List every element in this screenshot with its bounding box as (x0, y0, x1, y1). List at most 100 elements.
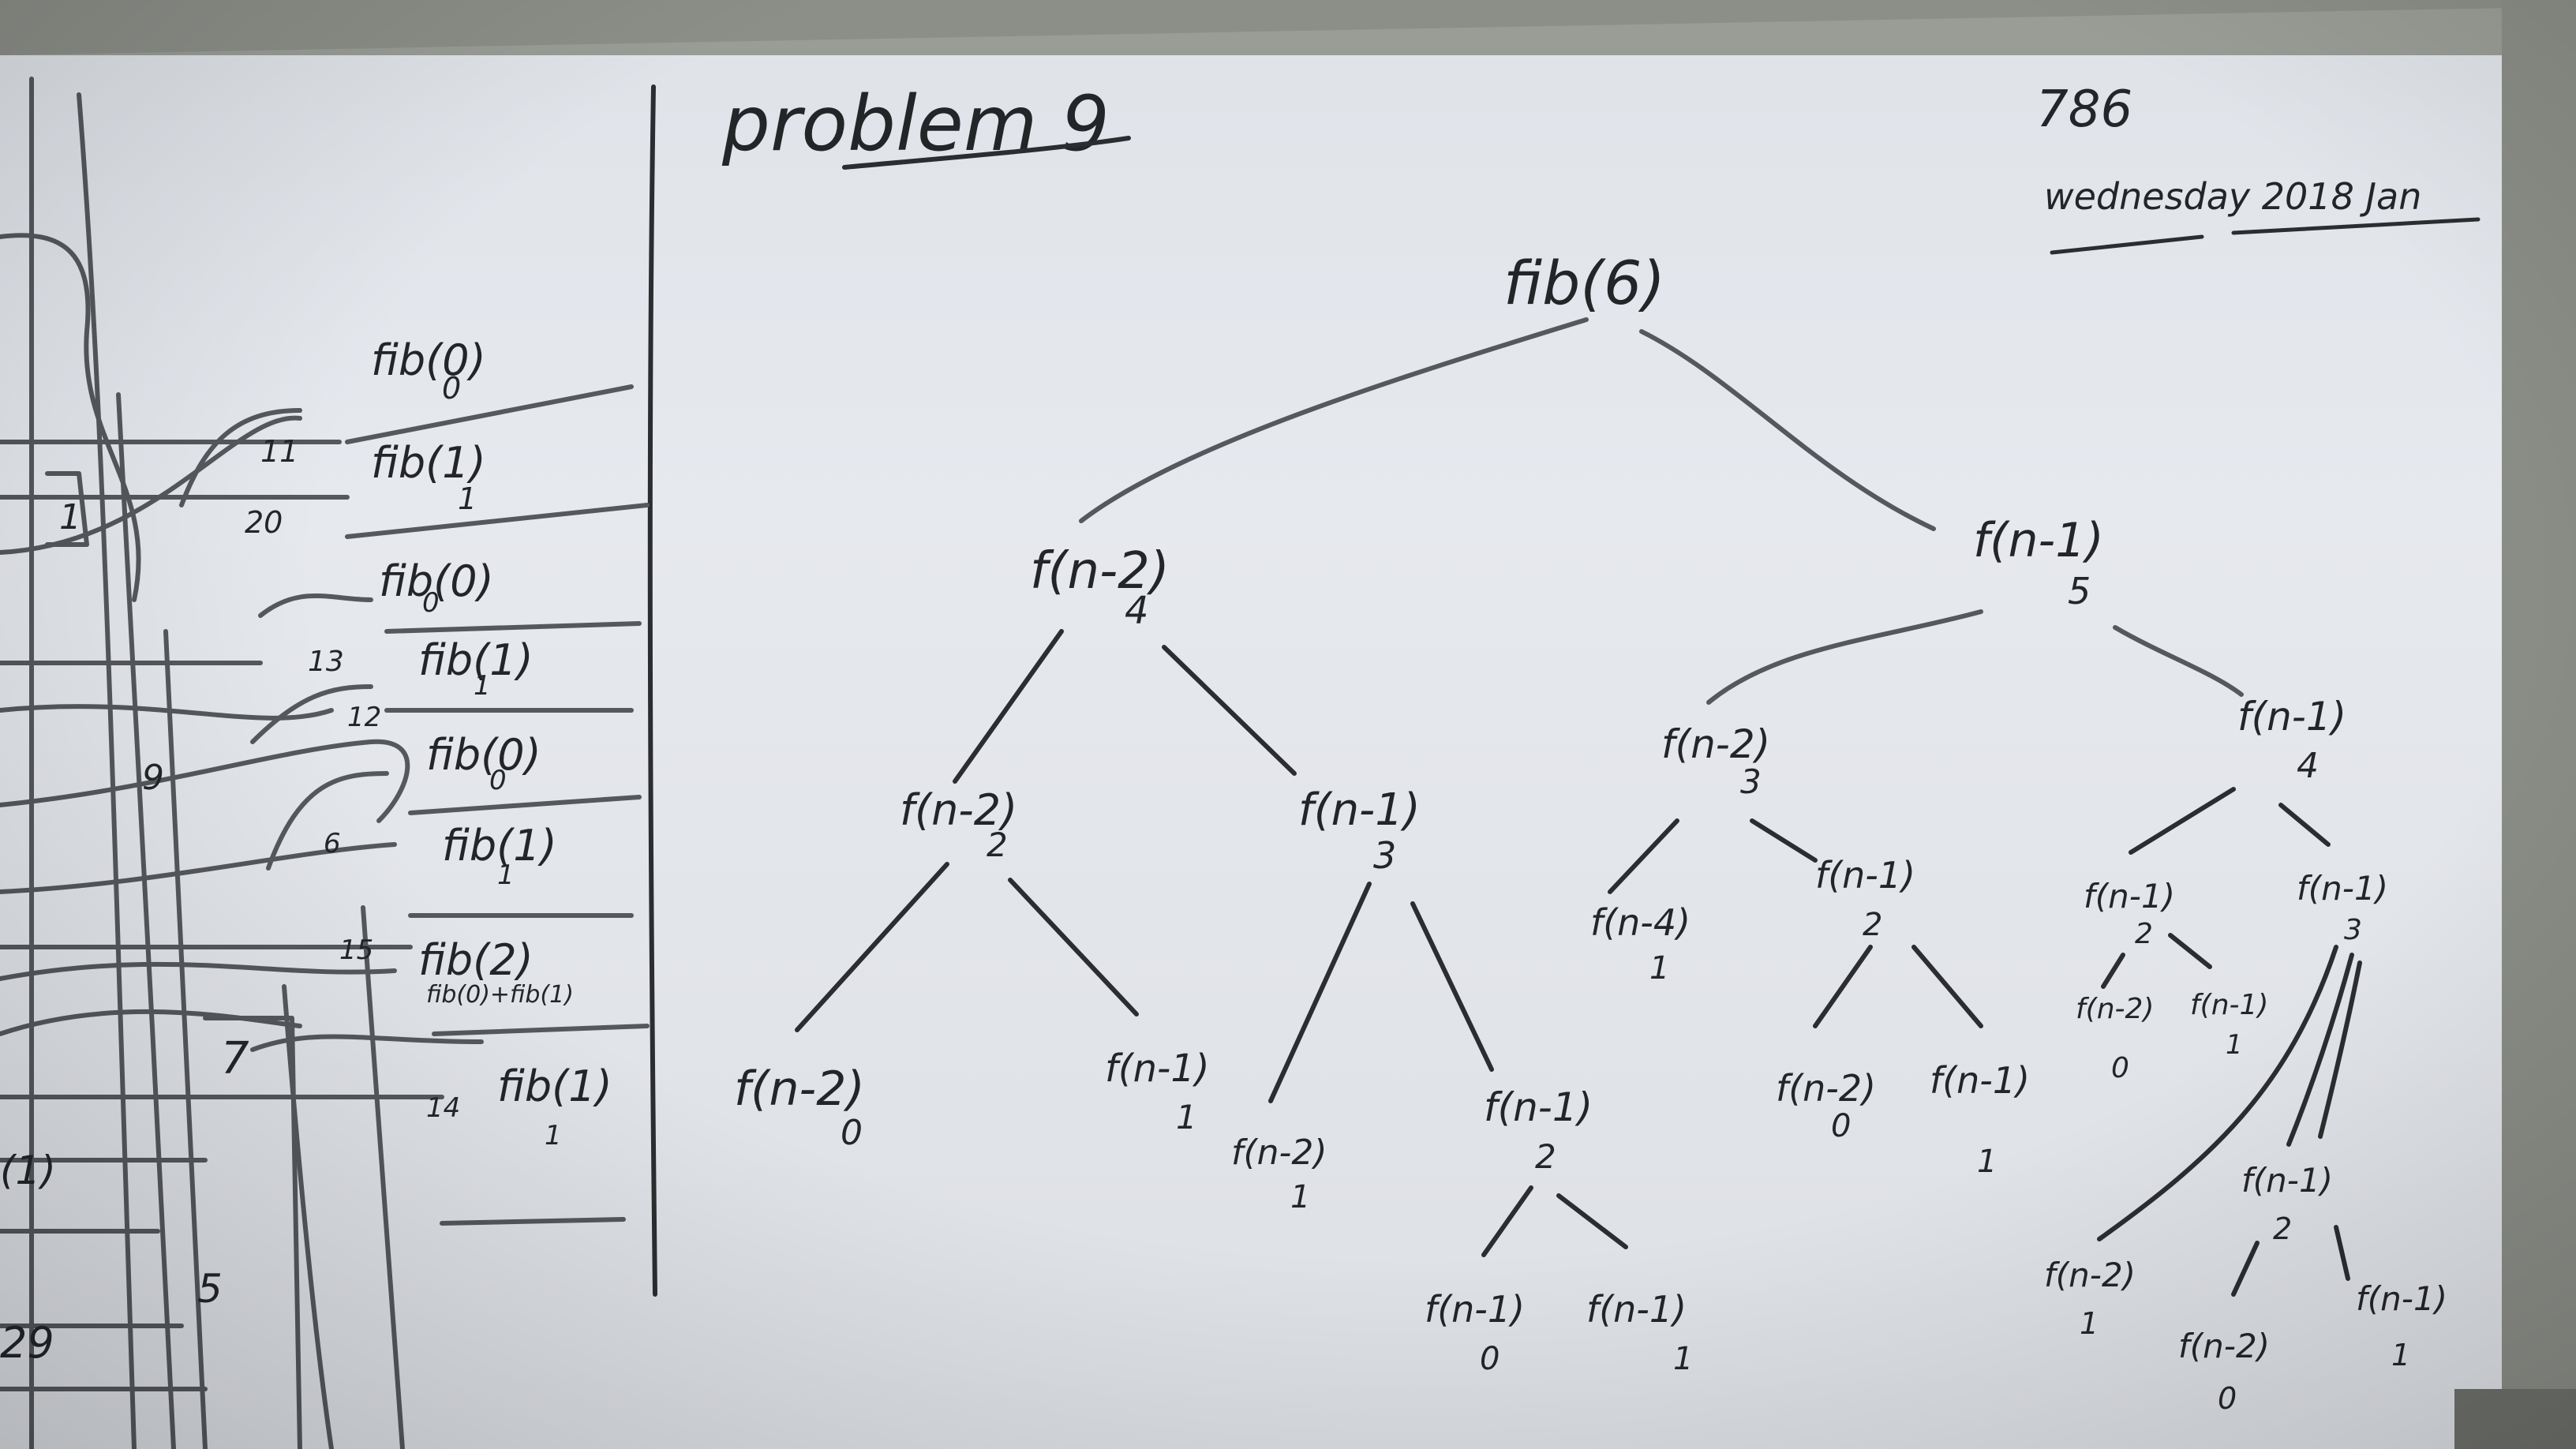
stack-vline-2 (77, 92, 137, 1449)
node-12-value: 2 (2135, 918, 2153, 950)
node-15-label: f(n-1) (1586, 1288, 1687, 1331)
edge-l1-2 (1706, 609, 1983, 705)
left-number-4: (1) (0, 1148, 56, 1193)
node-4-value: 3 (1740, 762, 1762, 801)
arrow-2 (258, 593, 373, 618)
node-5-value: 4 (2297, 746, 2319, 786)
left-number-1: 9 (142, 758, 164, 798)
stack-entries: fib(0) 0 11 fib(1) 1 20 fib(0) 0 fib(1) … (0, 335, 612, 1368)
divider-line (647, 84, 657, 1297)
edge-l2-7 (2278, 803, 2331, 847)
stack-hline-4 (0, 704, 334, 721)
node-18-label: f(n-2) (2076, 993, 2154, 1025)
node-7-value: 1 (1176, 1098, 1197, 1136)
stack-entry-7-value: 1 (545, 1120, 562, 1151)
edge-l1-3 (2113, 625, 2244, 697)
node-12-label: f(n-1) (2084, 877, 2175, 915)
node-9-label: f(n-1) (1484, 1084, 1593, 1130)
node-19-value: 1 (2226, 1029, 2243, 1061)
node-9-value: 2 (1535, 1137, 1556, 1176)
node-15-value: 1 (1673, 1341, 1693, 1377)
stack-curve-1 (0, 233, 141, 602)
node-3-value: 3 (1373, 834, 1396, 877)
edge-l2-6 (2129, 787, 2236, 855)
node-19-label: f(n-1) (2190, 989, 2268, 1021)
stack-step-0: 11 (260, 434, 298, 469)
node-2-label: f(n-2) (900, 785, 1017, 835)
stack-sep-1 (345, 384, 634, 444)
node-14-value: 0 (1480, 1341, 1500, 1377)
stack-entry-3: fib(1) (418, 635, 534, 685)
node-8-label: f(n-2) (1231, 1133, 1327, 1173)
board-corner-shadow (2454, 1389, 2576, 1449)
node-1-label: f(n-1) (1973, 513, 2104, 568)
stack-vline-3 (116, 392, 176, 1449)
stack-entry-6-value: fib(0)+fib(1) (426, 981, 574, 1009)
arrow-5 (250, 1034, 484, 1052)
node-20-value: 2 (2273, 1211, 2292, 1246)
edge-l2-1 (1008, 878, 1139, 1017)
stack-entry-2-value: 0 (422, 587, 440, 619)
stack-entry-0-value: 0 (442, 371, 461, 406)
node-10-label: f(n-4) (1590, 901, 1690, 944)
stack-hline-8 (0, 1009, 302, 1036)
arrow-3 (250, 684, 373, 744)
stack-entry-5: fib(1) (442, 821, 557, 871)
node-3-label: f(n-1) (1298, 784, 1421, 836)
node-21-value: 1 (2080, 1306, 2099, 1341)
stack-sep-8 (440, 1217, 626, 1226)
node-18-value: 0 (2111, 1052, 2129, 1084)
arrow-1 (179, 408, 302, 507)
node-0-label: f(n-2) (1030, 542, 1170, 601)
node-11-value: 2 (1863, 907, 1882, 943)
stack-step-3: 13 (308, 646, 344, 678)
stack-step-4: 12 (347, 702, 381, 733)
left-number-5: 29 (0, 1318, 54, 1368)
node-14-label: f(n-1) (1425, 1288, 1525, 1331)
node-6-value: 0 (841, 1113, 863, 1153)
edge-l3-4 (2101, 953, 2125, 989)
node-21-label: f(n-2) (2044, 1256, 2136, 1294)
stack-entry-6: fib(2) (418, 935, 534, 985)
stack-entry-4-value: 0 (489, 765, 507, 796)
stack-hline-5 (0, 842, 397, 894)
stack-entry-5-value: 1 (497, 859, 515, 891)
edge-l4-0 (2231, 1241, 2260, 1297)
title-underline (842, 136, 1131, 170)
edge-l1-0 (953, 629, 1064, 784)
node-17-label: f(n-1) (1930, 1059, 2030, 1102)
stack-curve-3 (0, 739, 410, 823)
stack-entry-1-value: 1 (458, 481, 477, 516)
node-23-value: 1 (2391, 1338, 2410, 1372)
node-22-label: f(n-2) (2178, 1327, 2270, 1365)
node-16-label: f(n-2) (1776, 1067, 1876, 1110)
edge-l1-1 (1162, 645, 1297, 776)
stack-sep-3 (384, 621, 642, 634)
stack-vline-4 (163, 629, 208, 1449)
edge-l3-0 (1481, 1185, 1533, 1257)
node-13-value: 3 (2344, 914, 2362, 946)
stack-entry-7: fib(1) (497, 1061, 612, 1111)
node-2-value: 2 (987, 826, 1008, 864)
stack-entry-2: fib(0) (379, 556, 494, 606)
edge-l3-7 (2286, 953, 2354, 1147)
node-0-value: 4 (1125, 589, 1149, 633)
edge-l4-1 (2334, 1225, 2350, 1281)
stack-entry-4: fib(0) (426, 730, 541, 780)
edge-l2-0 (795, 862, 949, 1032)
node-10-value: 1 (1649, 950, 1669, 987)
stack-box-1 (203, 1016, 302, 1449)
board-right-frame (2502, 0, 2576, 1449)
node-22-value: 0 (2218, 1381, 2237, 1416)
stack-hline-7 (0, 961, 397, 981)
stack-step-7: 14 (426, 1092, 460, 1124)
edge-root-right (1639, 329, 1936, 531)
stack-entry-1: fib(1) (371, 438, 486, 488)
node-6-label: f(n-2) (734, 1061, 865, 1117)
left-number-3: 5 (197, 1266, 223, 1312)
edge-l2-2 (1268, 882, 1372, 1103)
stack-box-2 (45, 471, 89, 547)
stack-step-6: 15 (339, 934, 373, 966)
edge-l3-3 (1911, 945, 1983, 1028)
left-number-2: 7 (221, 1033, 249, 1084)
